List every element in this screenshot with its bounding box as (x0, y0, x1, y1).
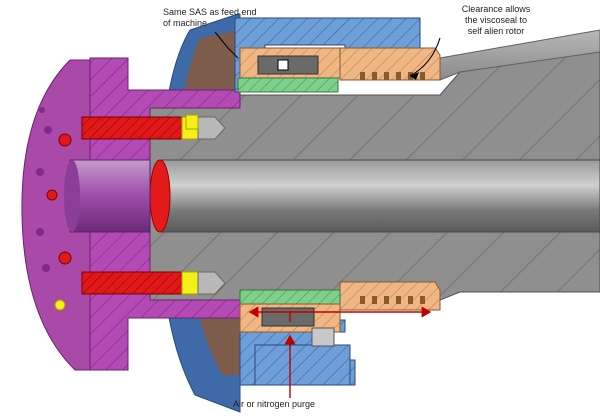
flange-bore-face (64, 160, 80, 232)
lower-viscoseal-grooves (360, 296, 425, 304)
annotation-purge: Air or nitrogen purge (233, 399, 316, 409)
flange-bore (69, 159, 151, 233)
lower-housing-base (254, 344, 351, 386)
bolt-hole-icon (58, 251, 72, 265)
cap-screw-upper (81, 116, 183, 140)
cap-screw-upper-thread (197, 116, 226, 140)
cap-screw-lower (81, 271, 183, 295)
lower-seal-insert (261, 307, 315, 327)
bolt-hole-icon (42, 264, 50, 272)
bolt-hole-icon (58, 133, 72, 147)
leader-clearance (409, 37, 441, 77)
shaft-end-face (149, 159, 171, 233)
flange-pin-yellow (185, 114, 199, 130)
leader-same-sas (214, 31, 239, 59)
bolt-hole-icon (36, 228, 44, 236)
upper-seal-green-ring (237, 77, 339, 93)
cap-screw-lower-tip (181, 271, 199, 295)
cover-plate-brown-face-lower (196, 300, 240, 375)
lower-purge-fitting (311, 327, 335, 347)
lower-seal-green-ring (239, 289, 341, 305)
cap-screw-lower-thread (197, 271, 226, 295)
bolt-hole-icon (54, 299, 66, 311)
leader-clearance-head (410, 72, 419, 80)
bolt-hole-icon (36, 168, 44, 176)
annotation-same-sas: Same SAS as feed end of machine (163, 7, 257, 28)
bolt-hole-icon (46, 189, 58, 201)
upper-seal-face (277, 59, 289, 71)
bolt-hole-icon (44, 126, 52, 134)
annotation-clearance: Clearance allows the viscoseal to self a… (461, 4, 531, 36)
rotor-shaft (159, 159, 600, 233)
bolt-hole-icon (39, 107, 45, 113)
flange-outer-disc (21, 59, 96, 371)
